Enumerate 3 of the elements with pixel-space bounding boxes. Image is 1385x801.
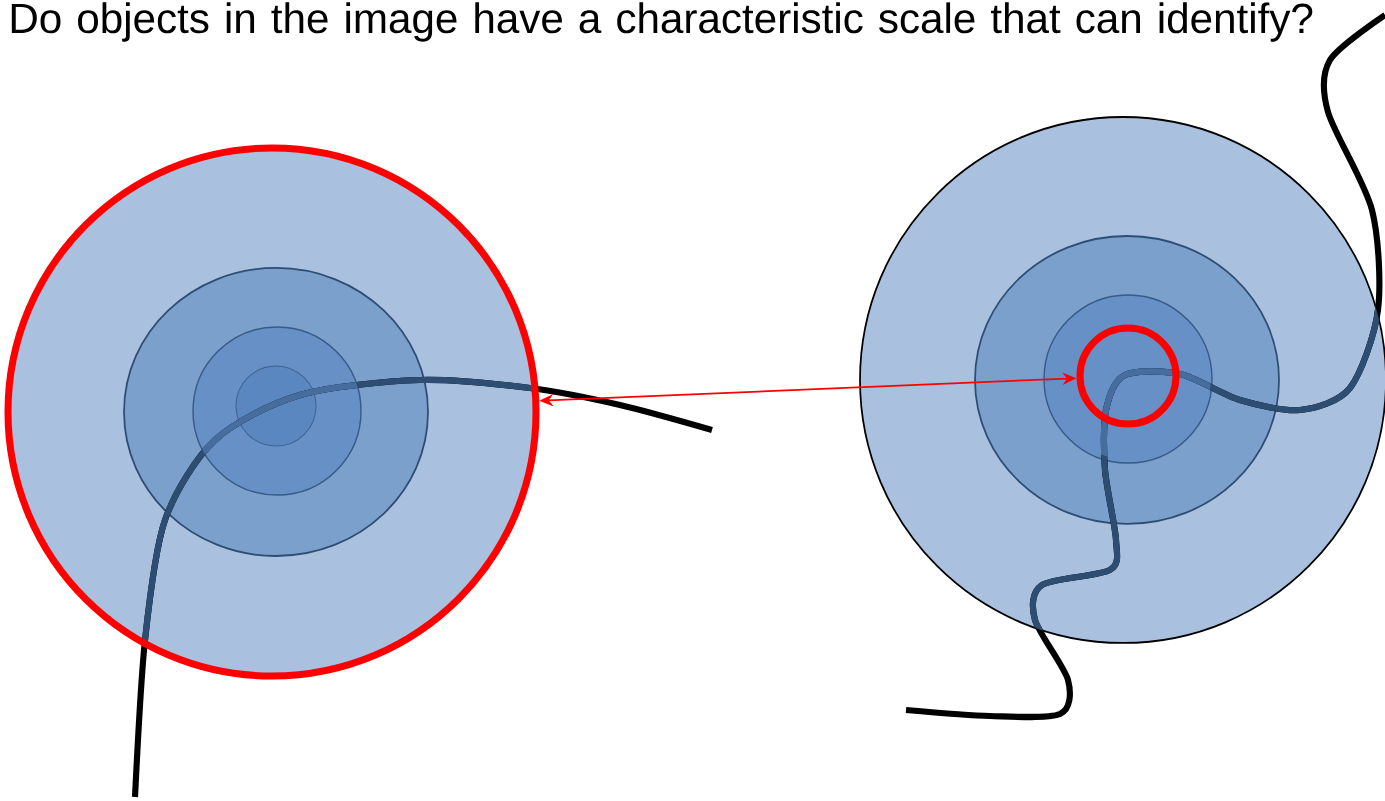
highlight-circle bbox=[1076, 324, 1180, 428]
question-text: Do objects in the image have a characteristic scale that can identify? bbox=[11, 2, 1313, 42]
highlight-circle bbox=[4, 144, 540, 680]
